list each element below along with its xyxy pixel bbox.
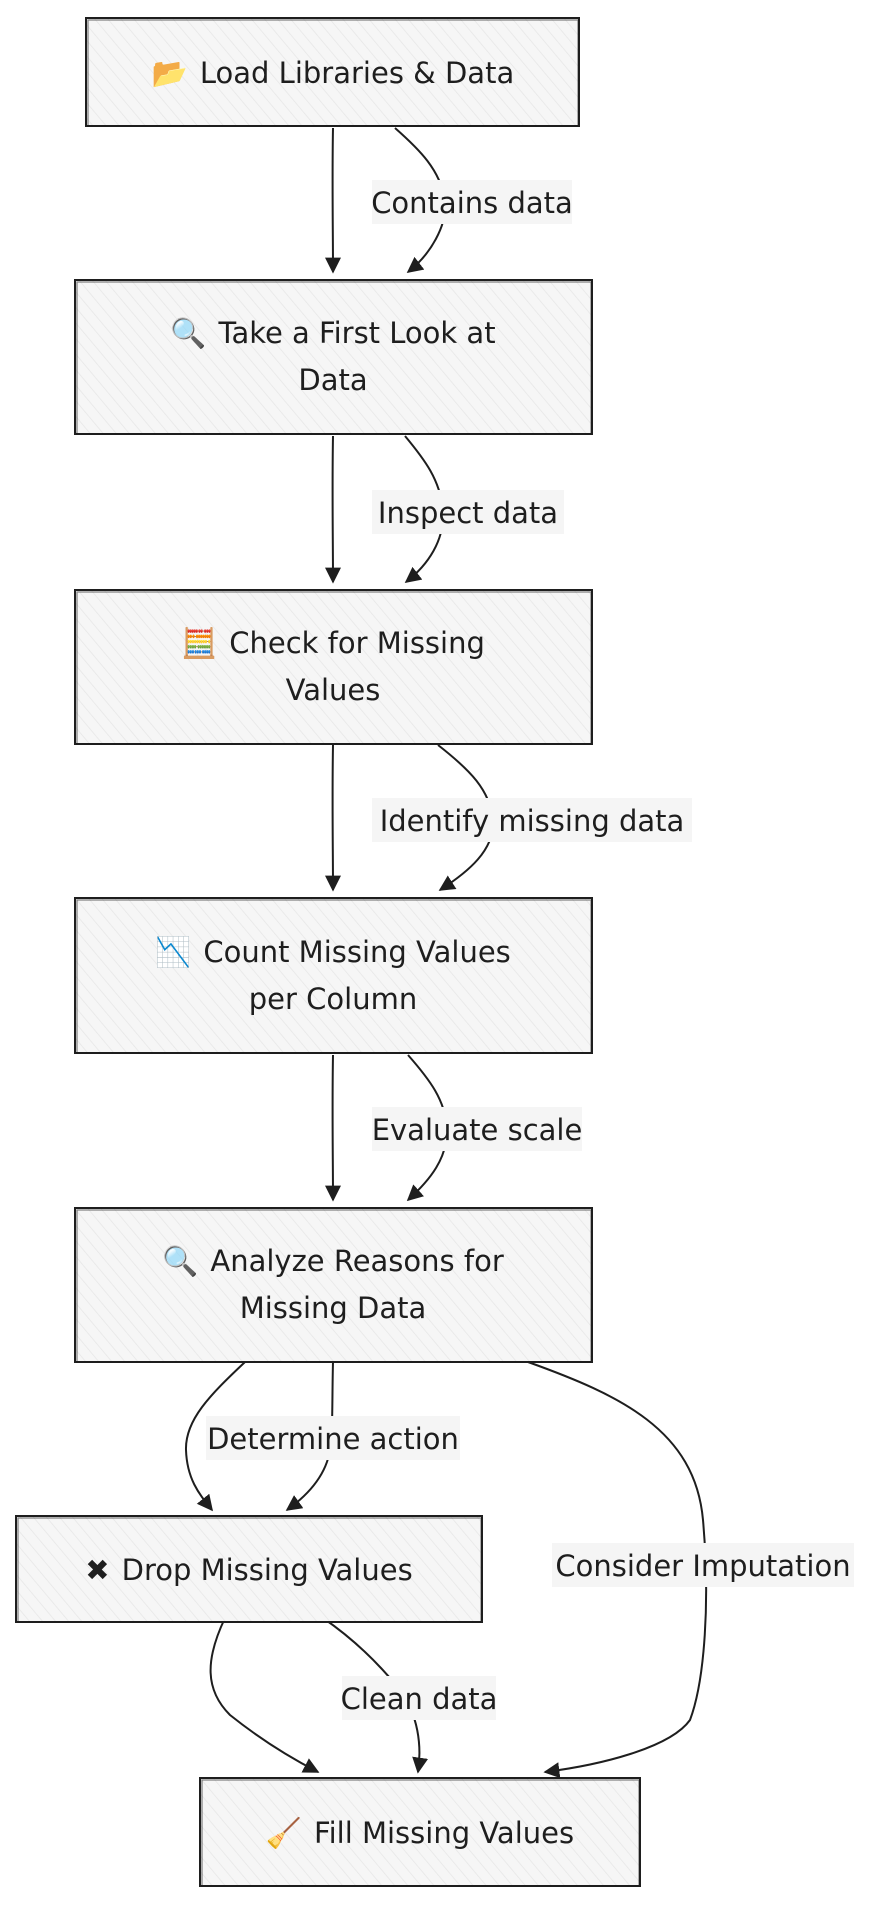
abacus-icon: 🧮 <box>181 626 217 660</box>
folder-icon: 📂 <box>152 56 188 90</box>
node-check-missing[interactable]: 🧮 Check for Missing Values <box>74 589 593 745</box>
node-load-libraries[interactable]: 📂 Load Libraries & Data <box>85 17 580 127</box>
node-first-look[interactable]: 🔍 Take a First Look at Data <box>74 279 593 435</box>
node-fill-label: Fill Missing Values <box>314 1816 574 1850</box>
magnifier-icon: 🔍 <box>162 1242 198 1278</box>
node-drop-label: Drop Missing Values <box>122 1553 413 1587</box>
svg-text:Identify missing data: Identify missing data <box>380 804 685 838</box>
node-check-missing-line-1: Check for Missing <box>229 626 485 660</box>
svg-text:Inspect data: Inspect data <box>378 496 558 530</box>
svg-text:Contains data: Contains data <box>371 186 573 220</box>
node-analyze-line-2: Missing Data <box>240 1291 427 1325</box>
node-first-look-line-1: Take a First Look at <box>218 316 496 350</box>
node-count-missing-line-2: per Column <box>249 982 417 1016</box>
node-fill-missing[interactable]: 🧹 Fill Missing Values <box>199 1777 641 1887</box>
edge-label-clean-data: Clean data <box>341 1676 498 1720</box>
node-analyze-reasons[interactable]: 🔍 Analyze Reasons for Missing Data <box>74 1207 593 1363</box>
edge-label-determine-action: Determine action <box>206 1416 460 1460</box>
node-load-label: Load Libraries & Data <box>200 56 514 90</box>
cross-icon: ✖ <box>85 1553 109 1587</box>
edge-labels-layer: Contains data Inspect data Identify miss… <box>206 180 854 1720</box>
node-check-missing-line-2: Values <box>286 673 381 707</box>
edge-label-consider-imputation: Consider Imputation <box>552 1543 854 1587</box>
edge-analyze-drop-left <box>184 1361 246 1512</box>
broom-icon: 🧹 <box>266 1816 302 1850</box>
edge-label-evaluate-scale: Evaluate scale <box>372 1107 583 1151</box>
svg-text:📂Load Libraries & Data: 📂 Load Libraries & Data <box>152 56 514 90</box>
edge-analyze-fill <box>527 1361 708 1779</box>
svg-text:🔍Analyze Reasons for: 🔍 Analyze Reasons for <box>162 1242 504 1278</box>
svg-text:Evaluate scale: Evaluate scale <box>372 1113 583 1147</box>
edge-drop-fill-left <box>209 1617 320 1773</box>
svg-text:Consider Imputation: Consider Imputation <box>555 1549 850 1583</box>
svg-text:✖Drop Missing Values: ✖ Drop Missing Values <box>85 1553 412 1587</box>
svg-text:🔍Take a First Look at: 🔍 Take a First Look at <box>170 314 495 350</box>
svg-text:📉Count Missing Values: 📉 Count Missing Values <box>155 935 511 969</box>
svg-text:Determine action: Determine action <box>207 1422 459 1456</box>
edge-label-inspect-data: Inspect data <box>372 490 564 534</box>
svg-text:🧹Fill Missing Values: 🧹 Fill Missing Values <box>266 1816 574 1850</box>
node-drop-missing[interactable]: ✖ Drop Missing Values <box>15 1515 483 1623</box>
nodes-layer: 📂 Load Libraries & Data 🔍 Take a First Loo… <box>15 17 641 1887</box>
node-first-look-line-2: Data <box>298 363 367 397</box>
magnifier-icon: 🔍 <box>170 314 206 350</box>
chart-decreasing-icon: 📉 <box>155 935 191 969</box>
node-analyze-line-1: Analyze Reasons for <box>210 1244 503 1278</box>
edge-label-contains-data: Contains data <box>371 180 573 224</box>
svg-text:🧮Check for Missing: 🧮 Check for Missing <box>181 626 485 660</box>
edge-label-identify-missing-data: Identify missing data <box>372 798 692 842</box>
svg-text:Clean data: Clean data <box>341 1682 498 1716</box>
node-count-missing-line-1: Count Missing Values <box>203 935 510 969</box>
node-count-missing[interactable]: 📉 Count Missing Values per Column <box>74 897 593 1054</box>
